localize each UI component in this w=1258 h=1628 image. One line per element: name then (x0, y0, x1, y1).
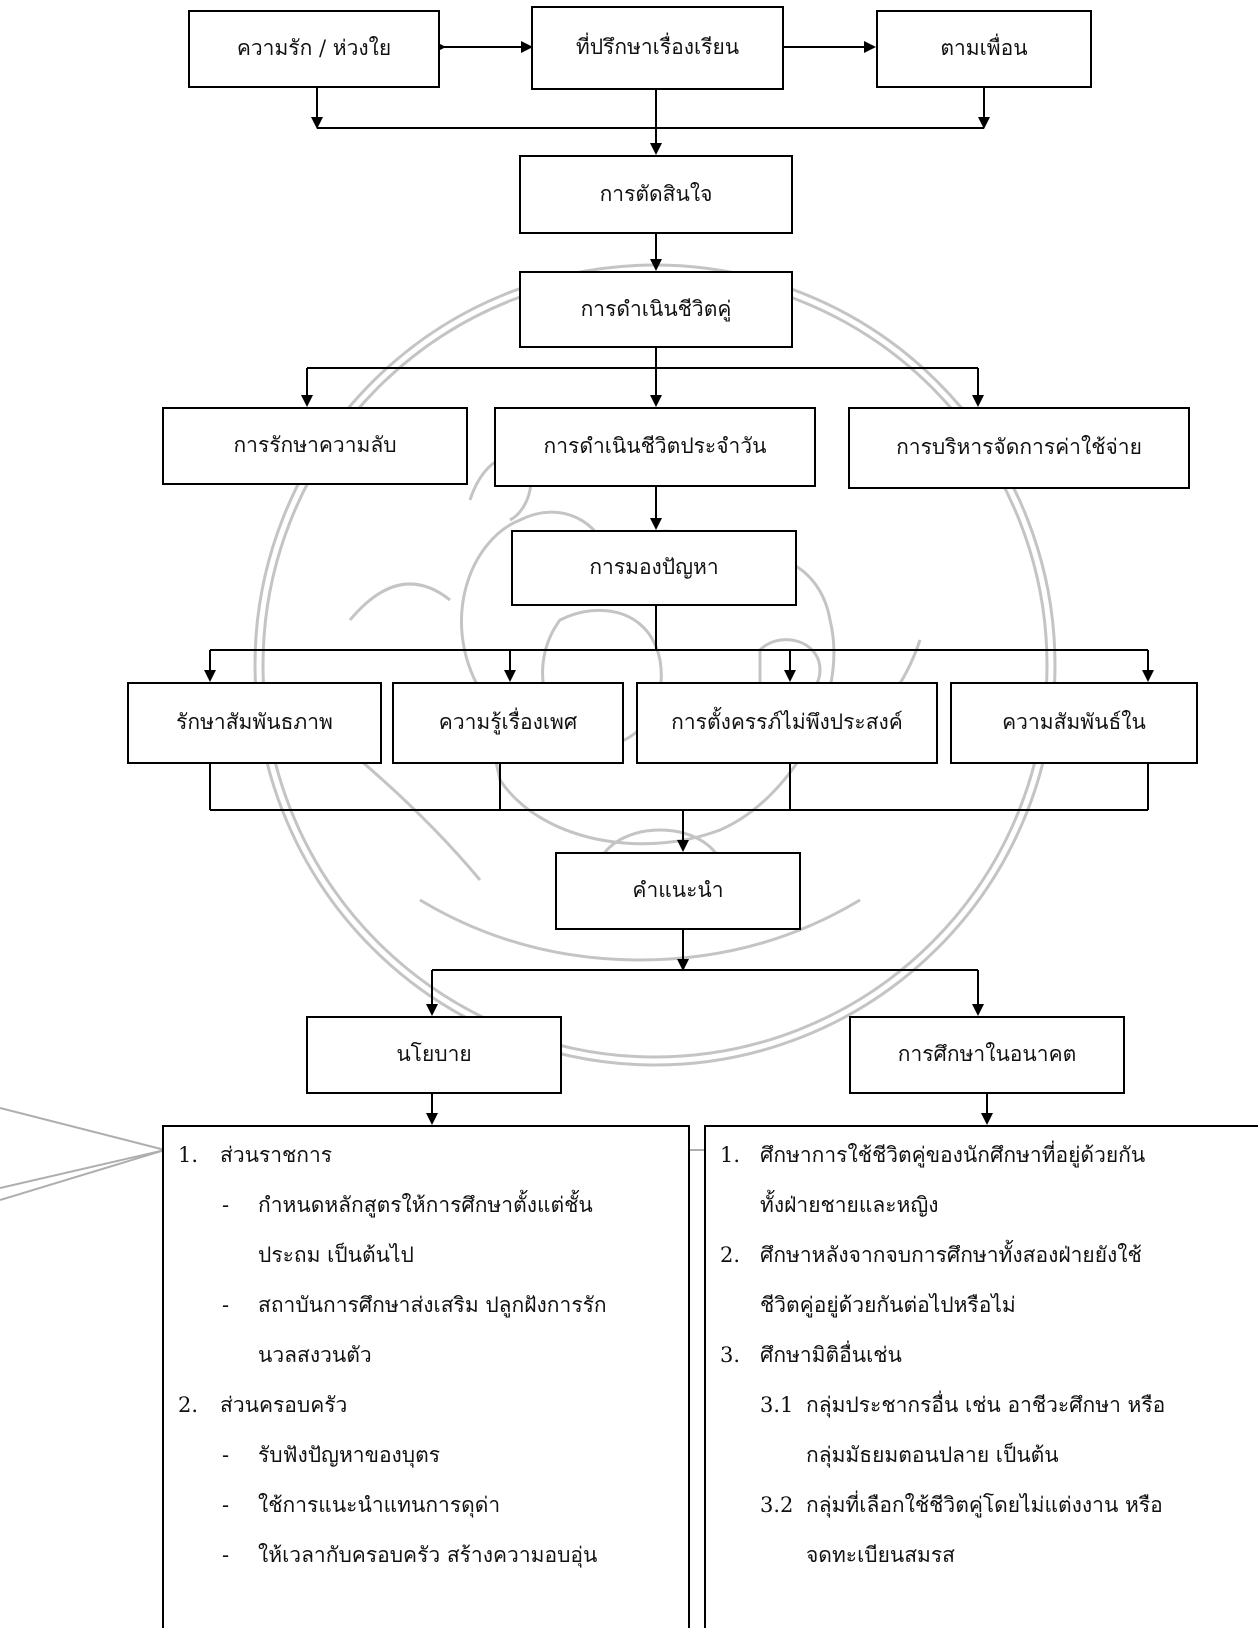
problem-perspective-box: การมองปัญหา (511, 530, 797, 606)
cohabitation-label: การดำเนินชีวิตคู่ (580, 296, 732, 321)
future-study-box: การศึกษาในอนาคต (849, 1016, 1125, 1094)
following-friends-label: ตามเพื่อน (940, 36, 1028, 61)
policy-item1-sub2-line1: สถาบันการศึกษาส่งเสริม ปลูกฝังการรัก (258, 1293, 607, 1317)
policy-item2-sub1: รับฟังปัญหาของบุตร (258, 1443, 441, 1467)
policy-item1-sub1-line1: กำหนดหลักสูตรให้การศึกษาตั้งแต่ชั้น (258, 1193, 593, 1217)
future-item2-line2: ชีวิตคู่อยู่ด้วยกันต่อไปหรือไม่ (760, 1293, 1016, 1317)
unwanted-pregnancy-label: การตั้งครรภ์ไม่พึงประสงค์ (671, 710, 903, 735)
future-item3-1-line1: กลุ่มประชากรอื่น เช่น อาชีวะศึกษา หรือ (806, 1393, 1166, 1417)
future-item3-2-line1: กลุ่มที่เลือกใช้ชีวิตคู่โดยไม่แต่งงาน หร… (806, 1493, 1163, 1517)
academic-advisor-label: ที่ปรึกษาเรื่องเรียน (575, 35, 740, 60)
future-item3-1-number: 3.1 (760, 1393, 794, 1417)
maintaining-relationship-label: รักษาสัมพันธภาพ (176, 710, 333, 735)
relations-within-label: ความสัมพันธ์ใน (1002, 710, 1146, 735)
policy-item1-sub1-line2: ประถม เป็นต้นไป (258, 1243, 414, 1267)
future-study-details-box: 1. ศึกษาการใช้ชีวิตคู่ของนักศึกษาที่อยู่… (704, 1125, 1258, 1628)
policy-item2: ส่วนครอบครัว (220, 1393, 348, 1417)
problem-perspective-label: การมองปัญหา (589, 555, 719, 580)
policy-item2-sub2: ใช้การแนะนำแทนการดุด่า (258, 1493, 501, 1517)
academic-advisor-box: ที่ปรึกษาเรื่องเรียน (531, 6, 784, 90)
daily-life-box: การดำเนินชีวิตประจำวัน (494, 407, 816, 487)
policy-item2-sub3: ให้เวลากับครอบครัว สร้างความอบอุ่น (258, 1543, 598, 1567)
policy-item1-sub2-dash: - (222, 1293, 230, 1317)
advice-label: คำแนะนำ (632, 878, 724, 903)
policy-box: นโยบาย (306, 1016, 562, 1094)
keeping-secret-label: การรักษาความลับ (233, 433, 397, 458)
policy-item2-sub3-dash: - (222, 1543, 230, 1567)
policy-item2-number: 2. (178, 1393, 199, 1417)
advice-box: คำแนะนำ (555, 852, 801, 930)
expense-management-box: การบริหารจัดการค่าใช้จ่าย (848, 407, 1190, 489)
sex-knowledge-label: ความรู้เรื่องเพศ (438, 710, 578, 735)
decision-label: การตัดสินใจ (599, 181, 713, 206)
policy-details-box: 1. ส่วนราชการ - กำหนดหลักสูตรให้การศึกษา… (162, 1125, 690, 1628)
future-item3-2-line2: จดทะเบียนสมรส (806, 1543, 955, 1567)
future-item2-number: 2. (720, 1243, 741, 1267)
keeping-secret-box: การรักษาความลับ (162, 407, 468, 485)
future-study-label: การศึกษาในอนาคต (897, 1042, 1077, 1067)
future-item3-number: 3. (720, 1343, 741, 1367)
sex-knowledge-box: ความรู้เรื่องเพศ (392, 682, 624, 764)
daily-life-label: การดำเนินชีวิตประจำวัน (543, 434, 767, 459)
policy-item1: ส่วนราชการ (220, 1143, 333, 1167)
future-item3-2-number: 3.2 (760, 1493, 794, 1517)
relations-within-box: ความสัมพันธ์ใน (950, 682, 1198, 764)
future-item1-number: 1. (720, 1143, 741, 1167)
future-item1-line1: ศึกษาการใช้ชีวิตคู่ของนักศึกษาที่อยู่ด้ว… (760, 1143, 1146, 1167)
policy-label: นโยบาย (396, 1042, 472, 1067)
love-concern-label: ความรัก / ห่วงใย (236, 36, 392, 61)
expense-management-label: การบริหารจัดการค่าใช้จ่าย (896, 435, 1142, 460)
decision-box: การตัดสินใจ (519, 155, 793, 234)
cohabitation-box: การดำเนินชีวิตคู่ (519, 271, 793, 348)
policy-item1-number: 1. (178, 1143, 199, 1167)
future-item2-line1: ศึกษาหลังจากจบการศึกษาทั้งสองฝ่ายยังใช้ (760, 1243, 1142, 1267)
policy-item1-sub1-dash: - (222, 1193, 230, 1217)
following-friends-box: ตามเพื่อน (876, 10, 1092, 88)
future-item3-1-line2: กลุ่มมัธยมตอนปลาย เป็นต้น (806, 1443, 1059, 1467)
maintaining-relationship-box: รักษาสัมพันธภาพ (127, 682, 382, 764)
future-item1-line2: ทั้งฝ่ายชายและหญิง (760, 1193, 939, 1217)
future-item3: ศึกษามิติอื่นเช่น (760, 1343, 902, 1367)
love-concern-box: ความรัก / ห่วงใย (188, 10, 440, 88)
policy-item1-sub2-line2: นวลสงวนตัว (258, 1343, 372, 1367)
policy-item2-sub2-dash: - (222, 1493, 230, 1517)
policy-item2-sub1-dash: - (222, 1443, 230, 1467)
unwanted-pregnancy-box: การตั้งครรภ์ไม่พึงประสงค์ (636, 682, 938, 764)
